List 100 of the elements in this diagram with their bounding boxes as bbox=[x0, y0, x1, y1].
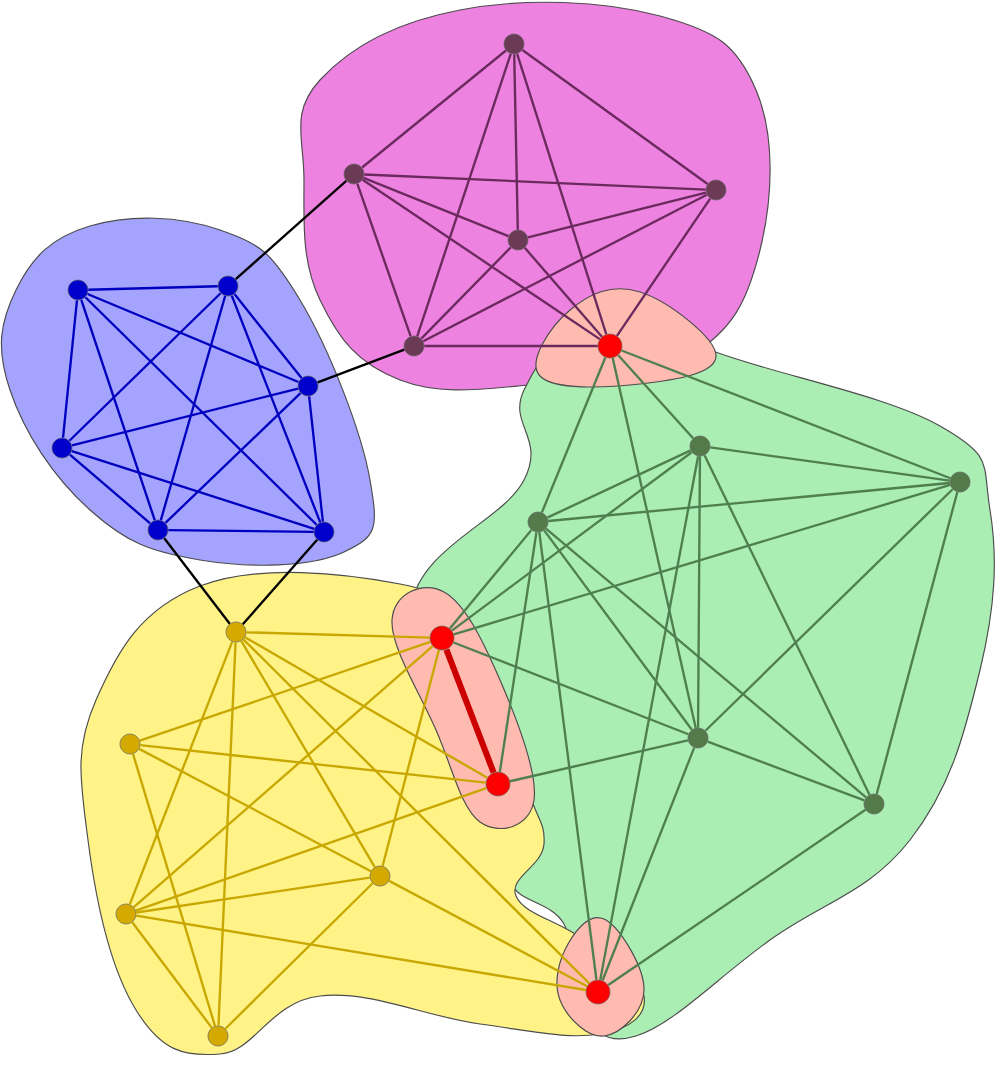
graph-vertex bbox=[313, 521, 335, 543]
graph-edge bbox=[88, 285, 218, 291]
graph-edge bbox=[451, 451, 693, 632]
graph-edge bbox=[233, 293, 303, 379]
graph-edge bbox=[361, 178, 601, 341]
graph-edge bbox=[69, 453, 151, 525]
graph-edge bbox=[363, 176, 509, 238]
graph-vertex bbox=[597, 333, 623, 359]
graph-edge bbox=[241, 539, 319, 625]
graph-edge bbox=[617, 354, 694, 440]
graph-vertex bbox=[207, 1025, 229, 1047]
graph-edge bbox=[611, 357, 697, 729]
graph-edge bbox=[242, 638, 591, 985]
graph-edge bbox=[453, 483, 951, 636]
graph-vertex bbox=[67, 279, 89, 301]
graph-edge bbox=[230, 295, 322, 523]
graph-vertex bbox=[217, 275, 239, 297]
graph-edge bbox=[131, 921, 213, 1029]
graph-vertex bbox=[863, 793, 885, 815]
graph-edge bbox=[696, 456, 702, 728]
graph-vertex bbox=[503, 33, 525, 55]
graph-edge bbox=[498, 532, 538, 772]
graph-edge bbox=[621, 349, 951, 480]
graph-edge bbox=[133, 645, 434, 909]
graph-edge bbox=[71, 450, 315, 530]
graph-edge bbox=[68, 292, 222, 442]
graph-vertex bbox=[297, 375, 319, 397]
graph-edge bbox=[875, 491, 959, 795]
graph-vertex bbox=[585, 979, 611, 1005]
graph-edge bbox=[163, 537, 231, 625]
graph-edge bbox=[135, 786, 487, 912]
graph-vertex bbox=[705, 179, 727, 201]
graph-edge bbox=[71, 387, 299, 447]
graph-edge bbox=[710, 446, 950, 482]
graph-edge bbox=[599, 455, 700, 981]
graph-edge bbox=[244, 636, 488, 779]
graph-edge bbox=[139, 640, 431, 742]
graph-edge bbox=[138, 747, 372, 873]
graph-edge bbox=[140, 743, 486, 784]
graph-edge bbox=[448, 529, 533, 630]
graph-edge bbox=[513, 54, 519, 230]
graph-edge bbox=[615, 197, 712, 337]
graph-edge bbox=[131, 753, 217, 1027]
graph-vertex bbox=[485, 771, 511, 797]
graph-vertex bbox=[429, 625, 455, 651]
graph-edge bbox=[136, 876, 370, 914]
graph-edge bbox=[424, 344, 598, 348]
graph-edge bbox=[61, 300, 79, 438]
graph-edge bbox=[516, 53, 608, 335]
graph-edge bbox=[546, 449, 692, 519]
graph-edge bbox=[381, 649, 441, 867]
graph-edge bbox=[246, 631, 430, 639]
graph-vertex bbox=[507, 229, 529, 251]
graph-vertex bbox=[115, 903, 137, 925]
graph-edge bbox=[527, 191, 707, 239]
graph-vertex bbox=[527, 511, 549, 533]
graph-edge bbox=[234, 180, 348, 280]
graph-vertex bbox=[403, 335, 425, 357]
graph-edge bbox=[168, 528, 314, 534]
graph-edge bbox=[164, 392, 302, 524]
graph-edge bbox=[703, 454, 871, 796]
graph-edge bbox=[84, 296, 318, 526]
graph-vertex bbox=[51, 437, 73, 459]
graph-edge bbox=[159, 295, 227, 521]
graph-edge bbox=[388, 879, 588, 988]
graph-vertex bbox=[147, 519, 169, 541]
graph-edge bbox=[607, 808, 867, 986]
graph-edge bbox=[240, 640, 376, 868]
graph-edge bbox=[128, 641, 234, 905]
graph-vertex bbox=[949, 471, 971, 493]
graph-edge bbox=[356, 183, 412, 337]
graph-edge bbox=[224, 882, 374, 1030]
graph-edge bbox=[543, 529, 693, 731]
graph-edge bbox=[521, 49, 709, 185]
graph-edge bbox=[307, 396, 325, 522]
graph-edge bbox=[601, 747, 696, 981]
graph-edge bbox=[707, 740, 865, 802]
graph-vertex bbox=[225, 621, 247, 643]
graph-edge bbox=[443, 648, 497, 774]
graph-vertex bbox=[119, 733, 141, 755]
graph-edge bbox=[545, 527, 867, 799]
graph-edge bbox=[217, 642, 237, 1026]
graph-edge bbox=[87, 292, 299, 384]
graph-vertex bbox=[369, 865, 391, 887]
graph-edge bbox=[540, 357, 607, 513]
graph-edge bbox=[548, 481, 950, 523]
graph-edge bbox=[420, 246, 512, 340]
graph-edge bbox=[509, 739, 689, 783]
graph-vertex bbox=[343, 163, 365, 185]
graph-edge bbox=[453, 641, 689, 736]
graph-edge bbox=[416, 53, 512, 337]
graph-edge bbox=[538, 532, 598, 980]
graph-edge bbox=[80, 299, 156, 521]
graph-vertex bbox=[687, 727, 709, 749]
graph-edge bbox=[523, 247, 603, 338]
graph-vertex bbox=[689, 435, 711, 457]
graph-edge bbox=[361, 49, 507, 169]
graph-edge bbox=[364, 173, 706, 191]
graph-edge bbox=[704, 488, 954, 732]
graph-edge bbox=[136, 914, 586, 992]
